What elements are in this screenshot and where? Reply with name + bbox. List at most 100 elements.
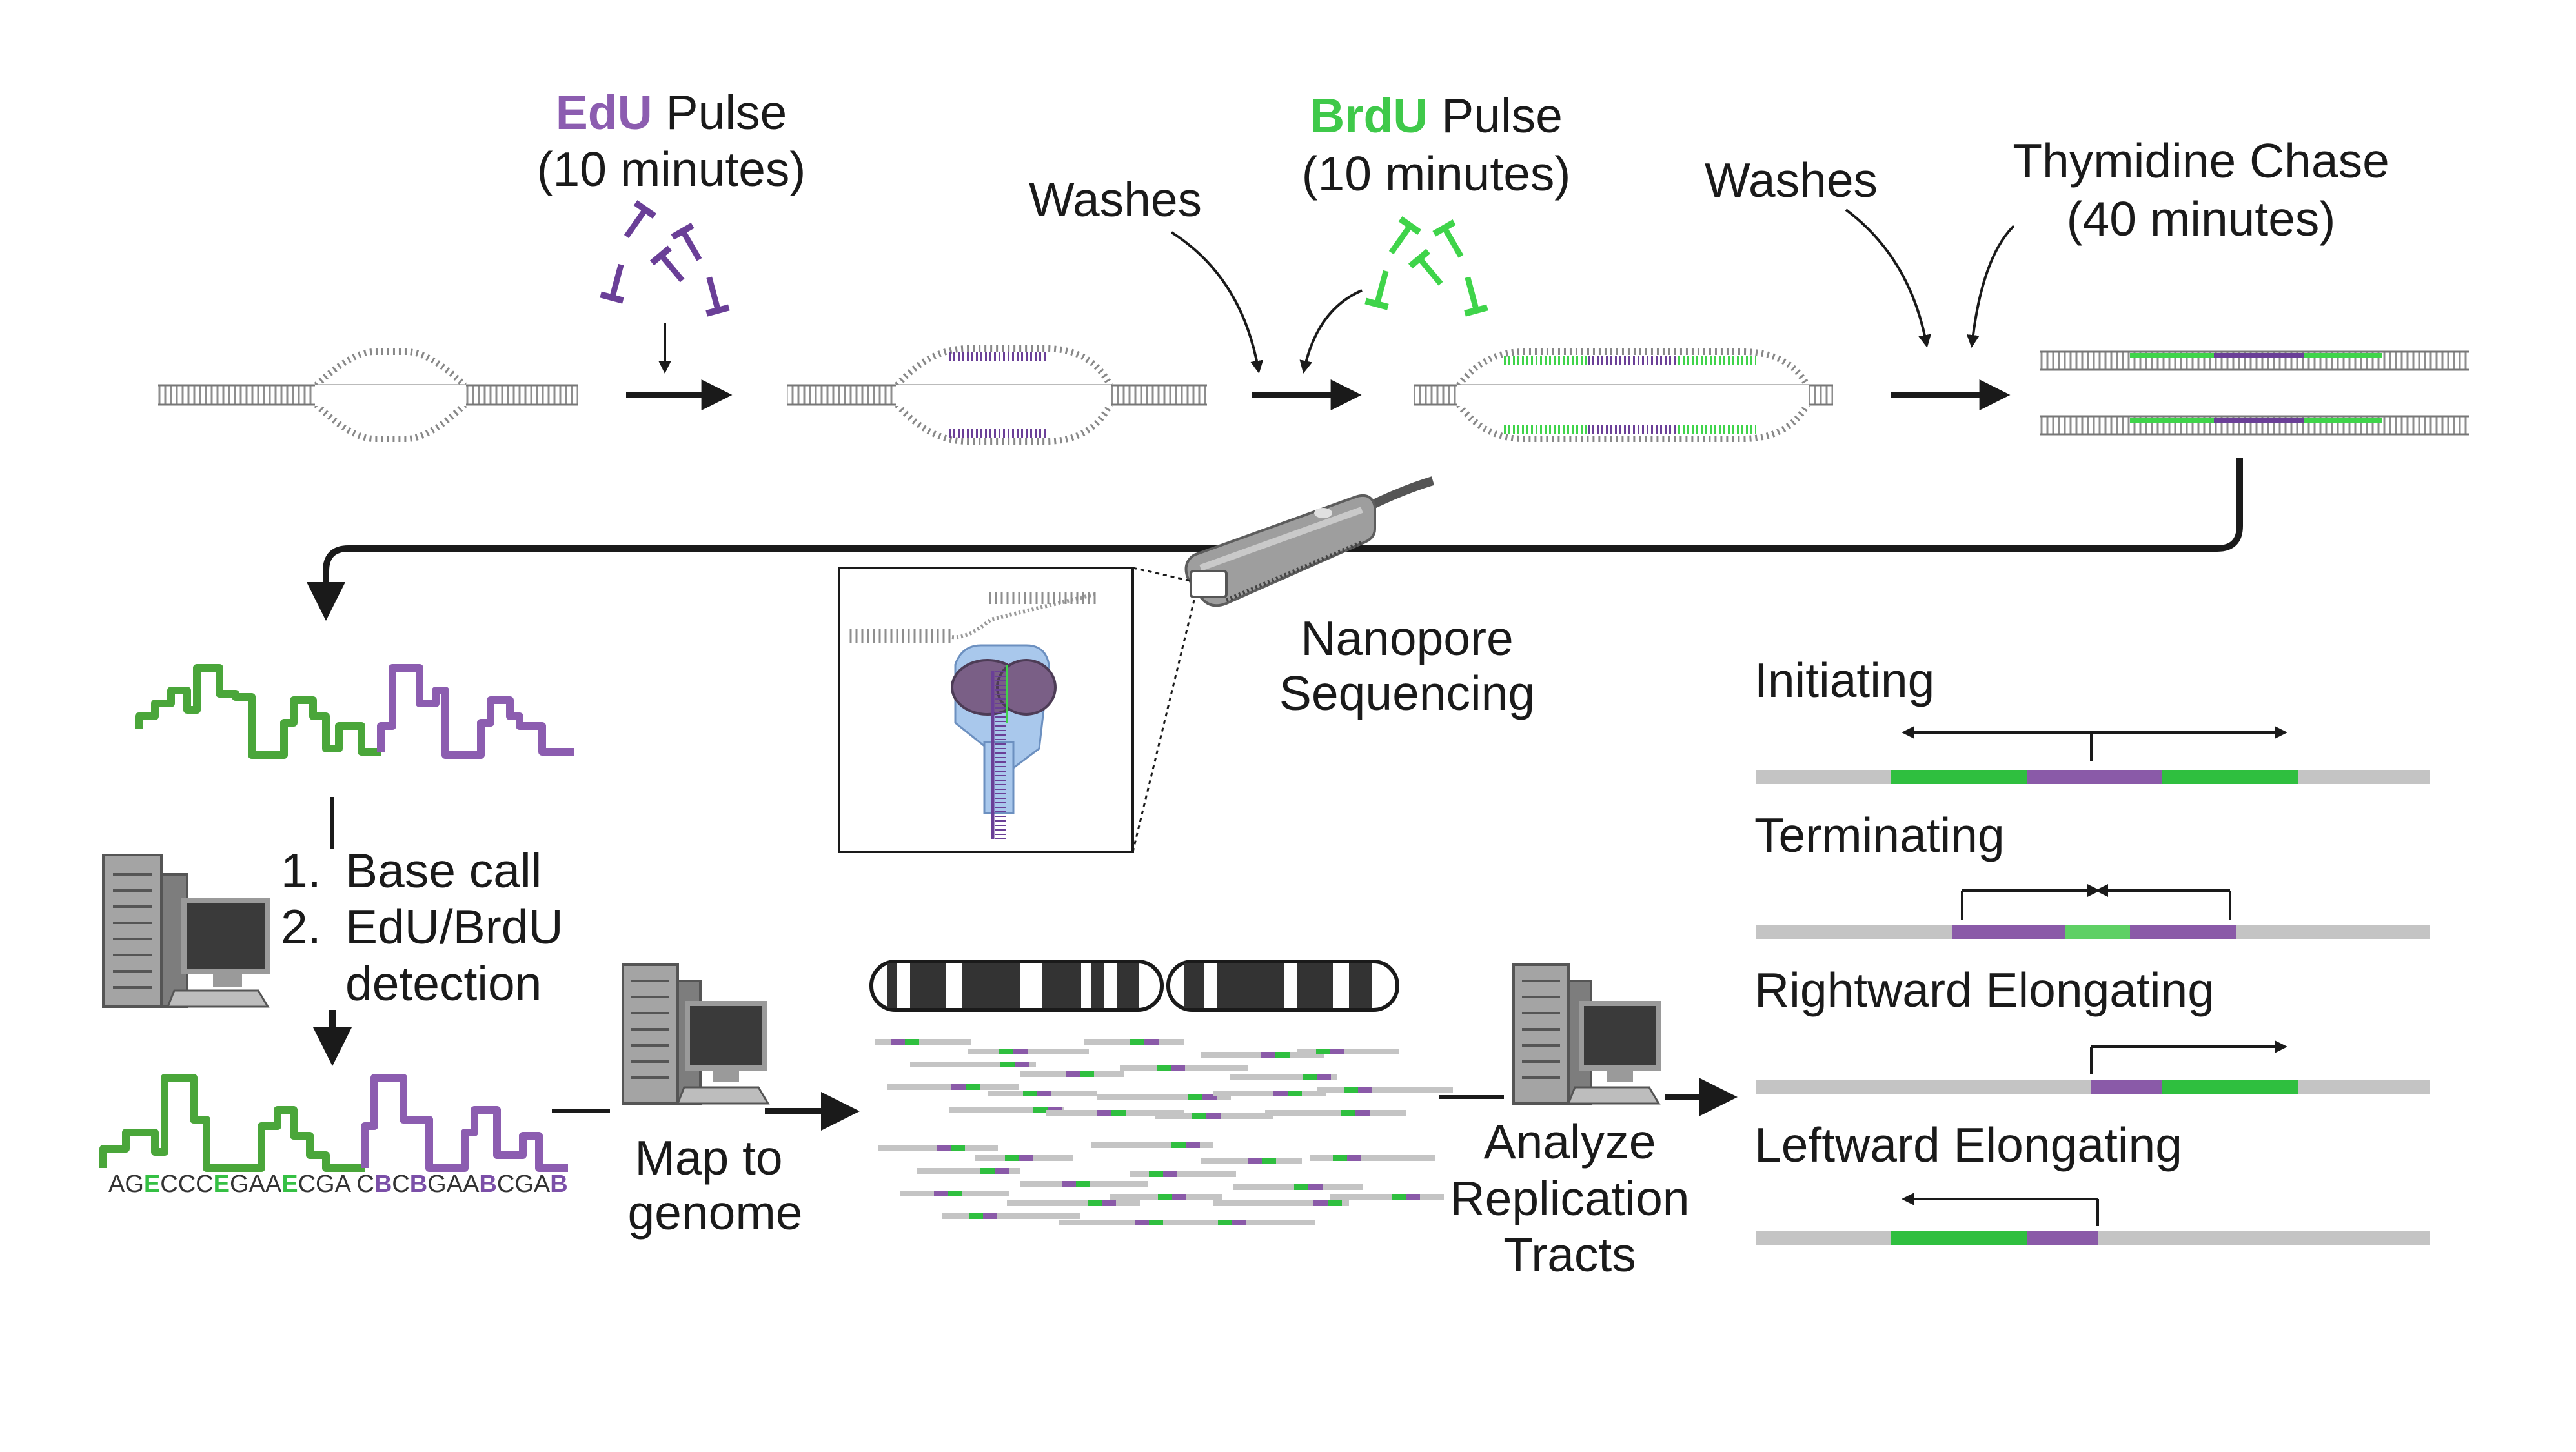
read-label-segment: [1188, 1094, 1202, 1100]
washes-2-arrow: [1845, 208, 1931, 348]
read-label-segment: [1347, 1155, 1361, 1161]
read-label-segment: [1192, 1113, 1206, 1119]
read-label-segment: [1344, 1087, 1358, 1093]
read-label-segment: [1355, 1110, 1370, 1116]
washes-1-arrow: [1170, 231, 1264, 374]
thymidine-chase-time: (40 minutes): [2067, 192, 2336, 246]
step-2-label-b: detection: [345, 956, 542, 1011]
read: [1007, 1200, 1140, 1206]
sequence-segment: GAA: [427, 1171, 480, 1198]
chromosome-icon: [869, 960, 1399, 1012]
basecalled-signal-trace-purple: [361, 1074, 568, 1172]
read-label-segment: [1088, 1200, 1102, 1206]
raw-signal-trace-purple: [377, 664, 574, 759]
map-label-1: Map to: [634, 1131, 782, 1185]
read-label-segment: [1157, 1065, 1171, 1071]
edu-pulse-time: (10 minutes): [537, 142, 806, 196]
read-label-segment: [1313, 1200, 1328, 1206]
sequence-segment: C: [392, 1171, 409, 1198]
brdu-pulse-label: BrdU Pulse: [1310, 88, 1563, 143]
washes-2-label: Washes: [1705, 153, 1878, 207]
tract-leftward: [1756, 1193, 2430, 1245]
read-label-segment: [1171, 1065, 1185, 1071]
read-label-segment: [1037, 1091, 1051, 1096]
read-label-segment: [1303, 1074, 1317, 1080]
brdu-add-arrow: [1299, 289, 1363, 374]
read: [1297, 1049, 1399, 1054]
tract-initiating: [1756, 726, 2430, 784]
read-label-segment: [1111, 1110, 1126, 1116]
read-label-segment: [1066, 1071, 1080, 1077]
dna-stage-edu-brdu-labeled: [1414, 348, 1833, 442]
read-label-segment: [980, 1168, 995, 1174]
read-label-segment: [951, 1145, 965, 1151]
read: [875, 1039, 971, 1045]
terminating-label: Terminating: [1754, 808, 2005, 862]
read-label-segment: [937, 1145, 951, 1151]
dna-stage-replicated: [2040, 350, 2469, 436]
read-label-segment: [1144, 1039, 1159, 1045]
read-label-segment: [1261, 1052, 1275, 1058]
read-label-segment: [966, 1084, 980, 1090]
nanopore-label-1: Nanopore: [1301, 611, 1513, 665]
rightward-label: Rightward Elongating: [1754, 963, 2215, 1017]
step-1-label: Base call: [345, 843, 542, 898]
read-label-segment: [1033, 1107, 1048, 1113]
step-2-number: 2.: [281, 900, 321, 954]
read-label-segment: [1102, 1200, 1116, 1206]
read: [1059, 1220, 1175, 1225]
raw-signal-trace: [135, 664, 381, 759]
called-sequence: AGECCCEGAAECGA CBCBGAABCGAB: [108, 1171, 568, 1198]
read: [968, 1049, 1089, 1054]
read: [949, 1107, 1064, 1113]
read-label-segment: [1005, 1155, 1019, 1161]
read-label-segment: [1333, 1155, 1347, 1161]
read-label-segment: [1308, 1184, 1323, 1190]
brdu-pulse-time: (10 minutes): [1302, 146, 1571, 201]
read: [942, 1213, 1080, 1219]
sequence-segment: B: [410, 1171, 427, 1198]
read-label-segment: [1316, 1049, 1330, 1054]
read-label-segment: [1015, 1062, 1029, 1067]
tract-terminating: [1756, 884, 2430, 939]
read: [1310, 1155, 1435, 1161]
step-2-label-a: EdU/BrdU: [345, 900, 563, 954]
sequence-segment: E: [144, 1171, 160, 1198]
read-label-segment: [1206, 1113, 1221, 1119]
computer-icon-2: [622, 963, 770, 1105]
sequence-segment: E: [214, 1171, 230, 1198]
read-label-segment: [1341, 1110, 1355, 1116]
brdu-molecules-icon: [1364, 216, 1488, 317]
read: [910, 1062, 1036, 1067]
read-label-segment: [1232, 1220, 1246, 1225]
tract-rightward: [1756, 1040, 2430, 1094]
mapped-reads: [875, 1039, 1453, 1225]
analyze-label-3: Tracts: [1503, 1227, 1636, 1282]
read-label-segment: [1358, 1087, 1372, 1093]
read-label-segment: [1062, 1181, 1076, 1187]
read: [1330, 1194, 1444, 1200]
read: [1130, 1171, 1236, 1177]
read-label-segment: [1218, 1220, 1232, 1225]
read-label-segment: [1130, 1039, 1144, 1045]
analyze-label-2: Replication: [1450, 1171, 1689, 1225]
read-label-segment: [1275, 1052, 1290, 1058]
leftward-label: Leftward Elongating: [1754, 1118, 2182, 1172]
read-label-segment: [934, 1191, 948, 1196]
nanopore-label-2: Sequencing: [1279, 666, 1535, 720]
read: [1097, 1094, 1231, 1100]
read-label-segment: [1406, 1194, 1420, 1200]
read-label-segment: [1149, 1171, 1163, 1177]
read-label-segment: [983, 1213, 997, 1219]
read-label-segment: [1076, 1181, 1090, 1187]
read-label-segment: [1172, 1194, 1186, 1200]
sequence-segment: CGA C: [298, 1171, 374, 1198]
map-label-2: genome: [627, 1185, 802, 1240]
read-label-segment: [1013, 1049, 1028, 1054]
read-label-segment: [1202, 1094, 1217, 1100]
analyze-label-1: Analyze: [1484, 1114, 1656, 1169]
sequence-segment: B: [374, 1171, 392, 1198]
washes-1-label: Washes: [1029, 172, 1202, 227]
read-label-segment: [951, 1084, 966, 1090]
computer-icon-3: [1512, 963, 1661, 1105]
